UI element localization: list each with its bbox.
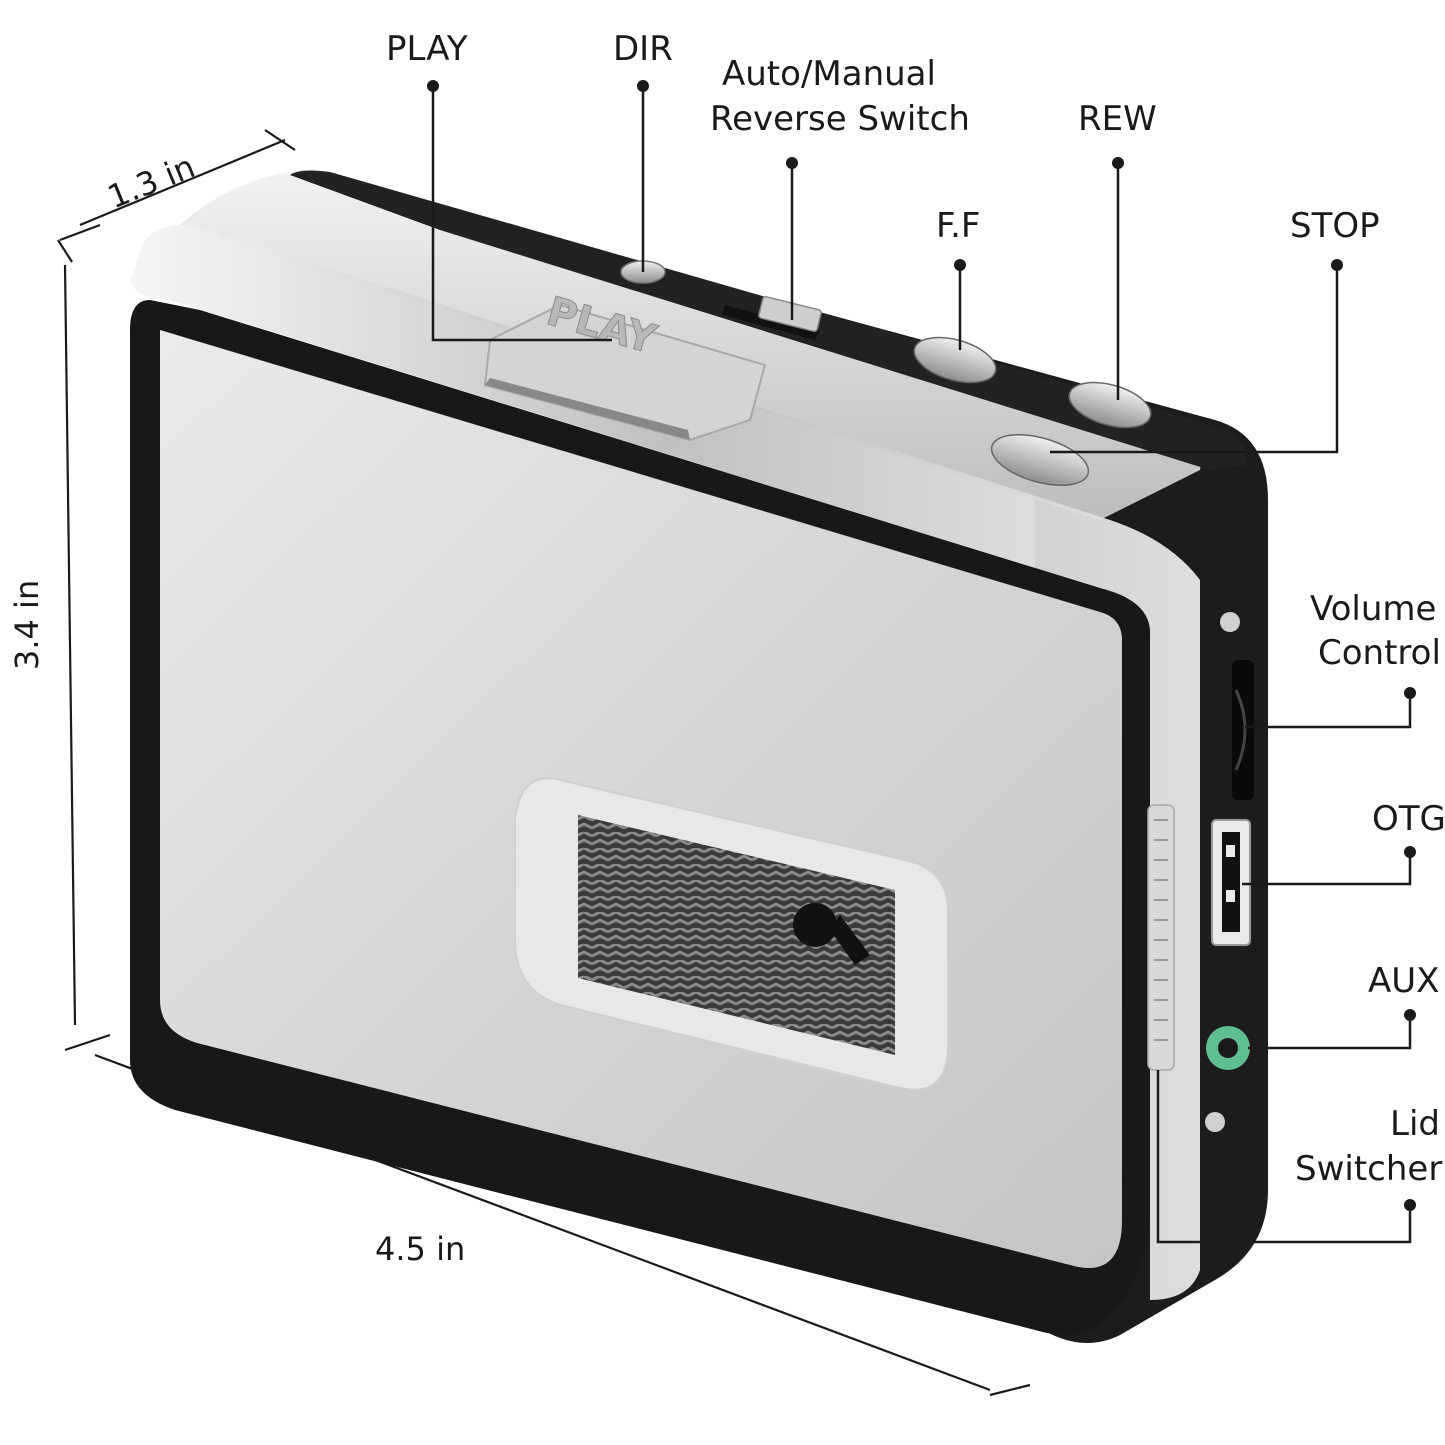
callout-rew-label: REW xyxy=(1078,99,1157,139)
callout-auto-manual-line2: Reverse Switch xyxy=(710,99,970,139)
side-screw-bottom xyxy=(1205,1112,1225,1132)
callout-ff-label: F.F xyxy=(936,206,980,246)
height-label: 3.4 in xyxy=(8,580,46,670)
callout-auto-manual-line1: Auto/Manual xyxy=(722,54,936,94)
callout-volume-line2: Control xyxy=(1318,633,1441,673)
callout-otg-label: OTG xyxy=(1372,799,1445,839)
callout-volume: Volume Control xyxy=(1245,589,1441,729)
tape-spindle xyxy=(793,903,837,947)
cassette-player-body: PLAY xyxy=(130,170,1268,1343)
depth-label: 1.3 in xyxy=(102,147,200,216)
rew-button[interactable] xyxy=(1064,374,1156,436)
callout-aux: AUX xyxy=(1248,961,1439,1050)
stop-button[interactable] xyxy=(986,425,1094,495)
volume-wheel[interactable] xyxy=(1232,660,1254,800)
callout-lid: Lid Switcher xyxy=(1156,1070,1442,1244)
dimension-height: 3.4 in xyxy=(8,239,77,1026)
callout-ff: F.F xyxy=(936,206,980,350)
window-tape-mesh xyxy=(578,815,895,1055)
callout-aux-label: AUX xyxy=(1368,961,1439,1001)
callout-stop-label: STOP xyxy=(1290,206,1380,246)
callout-dir-label: DIR xyxy=(613,29,673,69)
callout-auto-manual: Auto/Manual Reverse Switch xyxy=(710,54,970,320)
lid-switcher[interactable] xyxy=(1147,804,1175,1071)
callout-stop: STOP xyxy=(1050,206,1380,454)
front-silver-chamfer xyxy=(130,224,1200,1301)
dimension-width: 4.5 in xyxy=(64,1033,1031,1397)
callout-dir: DIR xyxy=(613,29,673,272)
otg-usb-port[interactable] xyxy=(1211,819,1251,946)
callout-play-label: PLAY xyxy=(386,29,468,69)
callout-rew: REW xyxy=(1078,99,1157,400)
aux-jack[interactable] xyxy=(1206,1026,1250,1070)
callout-play: PLAY xyxy=(386,29,612,342)
callout-otg: OTG xyxy=(1242,799,1445,886)
callout-volume-line1: Volume xyxy=(1310,589,1436,629)
width-label: 4.5 in xyxy=(375,1230,465,1268)
side-screw-top xyxy=(1220,612,1240,632)
callout-lid-line2: Switcher xyxy=(1295,1149,1442,1189)
cassette-window xyxy=(514,777,949,1091)
callout-lid-line1: Lid xyxy=(1390,1104,1440,1144)
